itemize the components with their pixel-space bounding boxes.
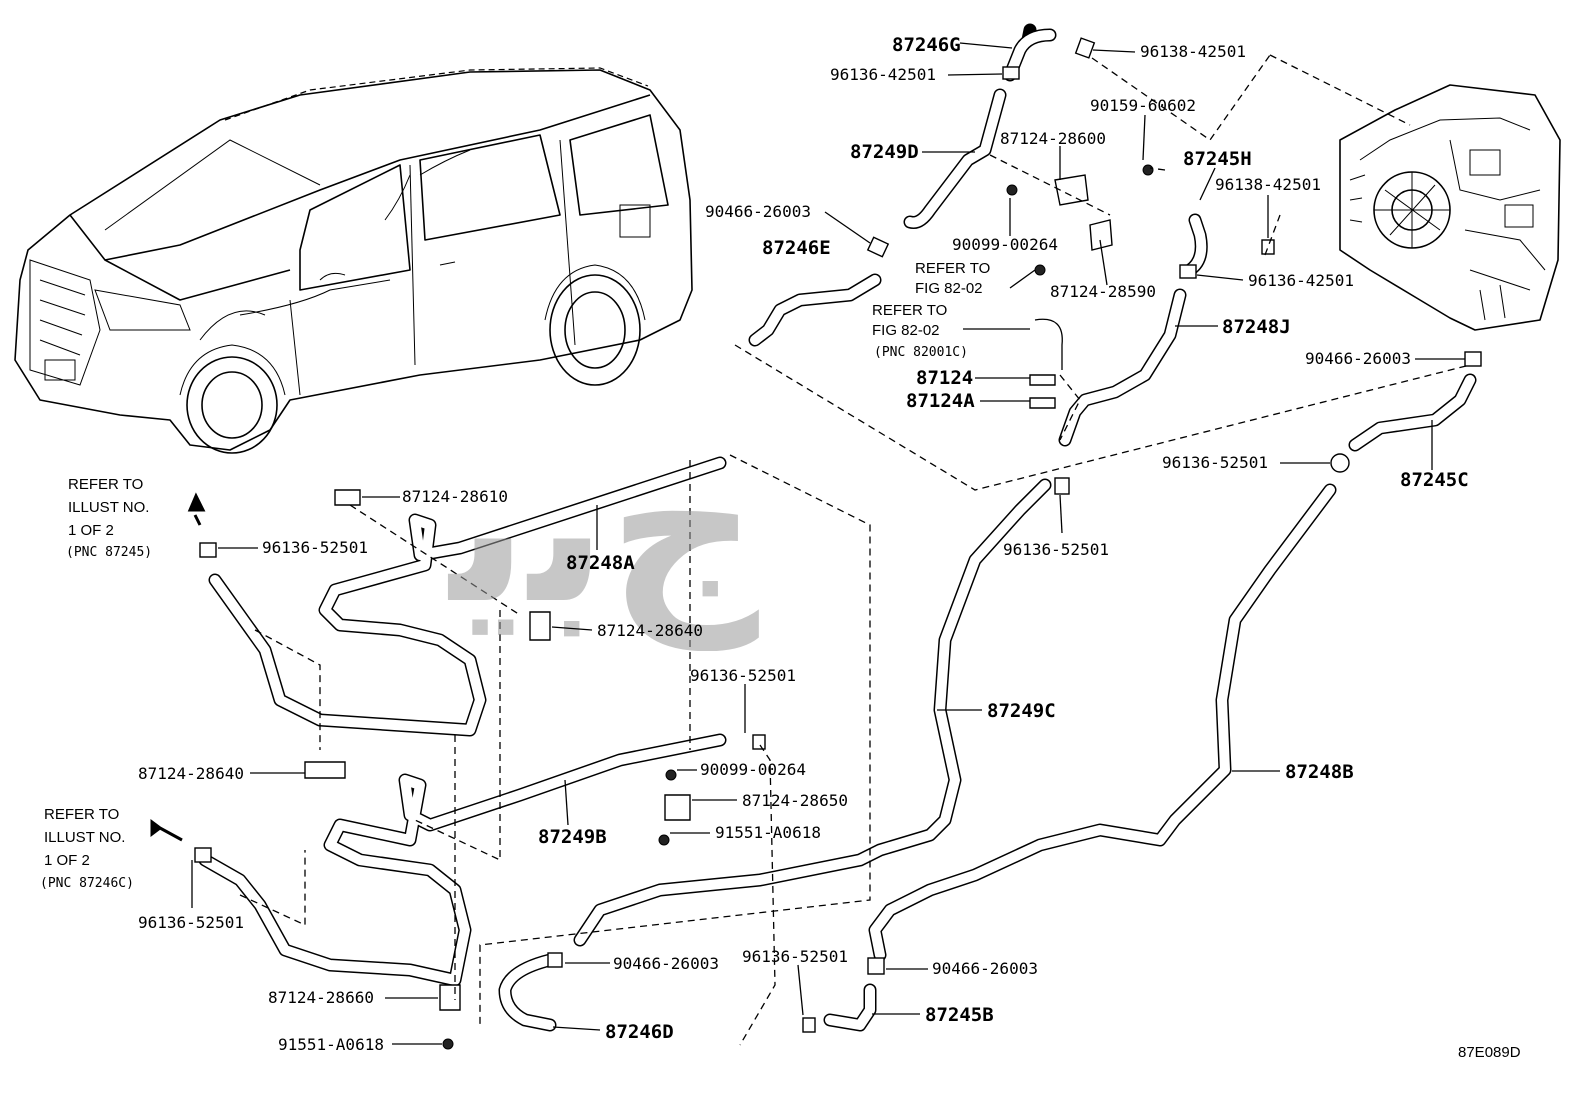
ref-fig-2-pnc: (PNC 82001C) [874,345,968,360]
ref-fig-1-line2: FIG 82-02 [915,280,983,297]
label-96136-52501-d: 96136-52501 [690,666,796,685]
label-96138-42501-mid: 96138-42501 [1215,175,1321,194]
label-96136-42501-top: 96136-42501 [830,65,936,84]
label-87249D: 87249D [850,141,919,163]
label-96136-42501-mid: 96136-42501 [1248,271,1354,290]
label-90466-26003-b: 90466-26003 [1305,349,1411,368]
ref-illust-b-line1: REFER TO [44,806,119,823]
label-87124-28640-b: 87124-28640 [138,764,244,783]
label-87124-28600: 87124-28600 [1000,129,1106,148]
label-90466-26003-d: 90466-26003 [932,959,1038,978]
label-96136-52501-b: 96136-52501 [1003,540,1109,559]
label-96136-52501-a: 96136-52501 [1162,453,1268,472]
label-96138-42501-top: 96138-42501 [1140,42,1246,61]
hoses [198,23,1477,1032]
label-87249B: 87249B [538,826,607,848]
label-87246E: 87246E [762,237,831,259]
label-87124-28660: 87124-28660 [268,988,374,1007]
label-87248J: 87248J [1222,316,1291,338]
label-87245B: 87245B [925,1004,994,1026]
ref-illust-a-line1: REFER TO [68,476,143,493]
diagram-code: 87E089D [1458,1044,1521,1061]
label-90159-60602: 90159-60602 [1090,96,1196,115]
label-87124: 87124 [916,367,973,389]
label-87246G: 87246G [892,34,961,56]
label-96136-52501-c: 96136-52501 [262,538,368,557]
fittings [150,37,1482,1050]
dashed-lines [239,54,1471,1046]
label-87246D: 87246D [605,1021,674,1043]
label-90466-26003-c: 90466-26003 [613,954,719,973]
van-illustration [14,67,693,454]
label-87124-28590: 87124-28590 [1050,282,1156,301]
label-87124-28640-a: 87124-28640 [597,621,703,640]
ref-illust-b-pnc: (PNC 87246C) [40,876,134,891]
ref-fig-1-line1: REFER TO [915,260,990,277]
ref-illust-b-line2: ILLUST NO. [44,829,125,846]
label-87245C: 87245C [1400,469,1469,491]
ref-fig-2-line2: FIG 82-02 [872,322,940,339]
ref-fig-2-line1: REFER TO [872,302,947,319]
label-87249C: 87249C [987,700,1056,722]
label-87248A: 87248A [566,552,635,574]
part-labels: 87246G 96138-42501 96136-42501 90159-606… [40,34,1521,1061]
ref-illust-a-line3: 1 OF 2 [68,522,114,539]
label-87124A: 87124A [906,390,975,412]
label-90466-26003-a: 90466-26003 [705,202,811,221]
label-96136-52501-e: 96136-52501 [138,913,244,932]
label-87245H: 87245H [1183,148,1252,170]
ref-illust-b-line3: 1 OF 2 [44,852,90,869]
label-91551-A0618-b: 91551-A0618 [278,1035,384,1054]
label-87124-28650: 87124-28650 [742,791,848,810]
label-87248B: 87248B [1285,761,1354,783]
ref-illust-a-line2: ILLUST NO. [68,499,149,516]
ref-illust-a-pnc: (PNC 87245) [66,545,152,560]
label-90099-00264-b: 90099-00264 [700,760,806,779]
label-87124-28610: 87124-28610 [402,487,508,506]
watermark-text: ﺝﺑﯾ [447,405,760,651]
label-90099-00264-a: 90099-00264 [952,235,1058,254]
label-91551-A0618-a: 91551-A0618 [715,823,821,842]
heater-unit [1339,84,1561,331]
label-96136-52501-f: 96136-52501 [742,947,848,966]
